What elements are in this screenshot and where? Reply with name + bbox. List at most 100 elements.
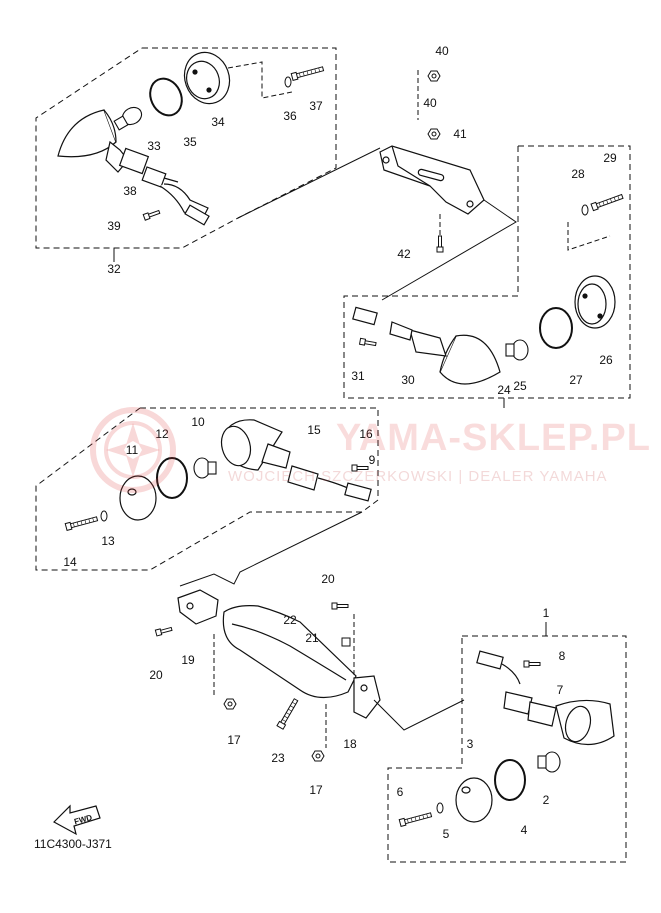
callout-12: 12: [155, 427, 169, 441]
bolt-23: [276, 697, 300, 730]
callout-22: 22: [283, 613, 297, 627]
callout-38: 38: [123, 184, 137, 198]
bracket-41: [379, 145, 485, 215]
callout-14: 14: [63, 555, 77, 569]
lamp-body-38: [57, 109, 210, 226]
callout-34: 34: [211, 115, 225, 129]
callout-19: 19: [181, 653, 195, 667]
bolt-29: [590, 192, 625, 212]
callout-11: 11: [126, 443, 139, 457]
screw-31: [359, 337, 377, 348]
grommet-22: [341, 637, 351, 647]
bracket-19: [177, 589, 219, 625]
callout-3: 3: [467, 737, 474, 751]
callout-23: 23: [271, 751, 285, 765]
screw-39: [142, 208, 161, 221]
callout-9: 9: [369, 453, 376, 467]
washer-28: [581, 204, 589, 216]
washer-36: [284, 76, 292, 88]
callout-26: 26: [599, 353, 613, 367]
callout-40: 40: [435, 44, 449, 58]
callout-20: 20: [149, 668, 163, 682]
bolt-14: [64, 514, 99, 531]
group-32-frame: [35, 47, 337, 249]
callout-16: 16: [359, 427, 373, 441]
diagram-code: 11C4300-J371: [34, 837, 112, 851]
nut-17-a: [223, 698, 237, 710]
bulb-25: [505, 339, 529, 361]
housing-26: [574, 275, 616, 329]
ring-27: [539, 307, 573, 349]
callout-24: 24: [497, 383, 511, 397]
callout-8: 8: [559, 649, 566, 663]
screw-20-b: [331, 602, 349, 610]
callout-25: 25: [513, 379, 527, 393]
callout-30: 30: [401, 373, 415, 387]
leader-34-37: [227, 61, 293, 99]
callout-41: 41: [453, 127, 467, 141]
callout-32: 32: [107, 262, 121, 276]
callout-7: 7: [557, 683, 564, 697]
callout-15: 15: [307, 423, 321, 437]
callout-18: 18: [343, 737, 357, 751]
callout-31: 31: [351, 369, 365, 383]
screw-42: [436, 235, 444, 253]
bulb-33: [113, 106, 143, 131]
callout-28: 28: [571, 167, 585, 181]
callout-29: 29: [603, 151, 617, 165]
bulb-2: [537, 751, 561, 773]
lamp-body-30: [352, 306, 501, 385]
callout-39: 39: [107, 219, 121, 233]
leader-9-bottom: [179, 511, 363, 587]
group-24-frame: [343, 145, 631, 399]
lamp-body-15: [220, 419, 372, 502]
screw-8: [523, 660, 541, 668]
nut-40-b: [427, 128, 441, 140]
callout-1: 1: [543, 606, 550, 620]
screw-16: [351, 464, 369, 472]
callout-36: 36: [283, 109, 297, 123]
nut-17-b: [311, 750, 325, 762]
housing-3: [455, 777, 493, 823]
cover-21: [222, 605, 357, 699]
housing-11: [119, 475, 157, 521]
fwd-arrow-icon: FWD: [53, 804, 101, 836]
callout-5: 5: [443, 827, 450, 841]
washer-5: [436, 802, 444, 814]
group-9-frame: [35, 407, 379, 571]
callout-20: 20: [321, 572, 335, 586]
ring-4: [494, 759, 526, 801]
screw-20-a: [154, 625, 173, 637]
callout-27: 27: [569, 373, 583, 387]
callout-17: 17: [227, 733, 241, 747]
callout-37: 37: [309, 99, 323, 113]
housing-34: [183, 51, 231, 105]
lamp-body-7: [476, 650, 615, 746]
bolt-6: [398, 810, 433, 827]
callout-35: 35: [183, 135, 197, 149]
callout-40: 40: [423, 96, 437, 110]
leader-32-bracket: [237, 147, 381, 219]
leader-18-box1: [373, 699, 465, 731]
callout-4: 4: [521, 823, 528, 837]
callout-2: 2: [543, 793, 550, 807]
callout-42: 42: [397, 247, 411, 261]
callout-10: 10: [191, 415, 205, 429]
callout-33: 33: [147, 139, 161, 153]
leader-26-29: [567, 222, 611, 251]
callout-17: 17: [309, 783, 323, 797]
bracket-18: [353, 675, 381, 719]
ring-12: [156, 457, 188, 499]
bulb-10: [193, 457, 217, 479]
callout-6: 6: [397, 785, 404, 799]
nut-40-a: [427, 70, 441, 82]
bolt-37: [290, 64, 325, 81]
callout-13: 13: [101, 534, 115, 548]
washer-13: [100, 510, 108, 522]
callout-21: 21: [305, 631, 319, 645]
group-1-frame: [387, 635, 627, 863]
ring-35: [149, 77, 183, 117]
leader-bracket-box24: [381, 199, 517, 301]
